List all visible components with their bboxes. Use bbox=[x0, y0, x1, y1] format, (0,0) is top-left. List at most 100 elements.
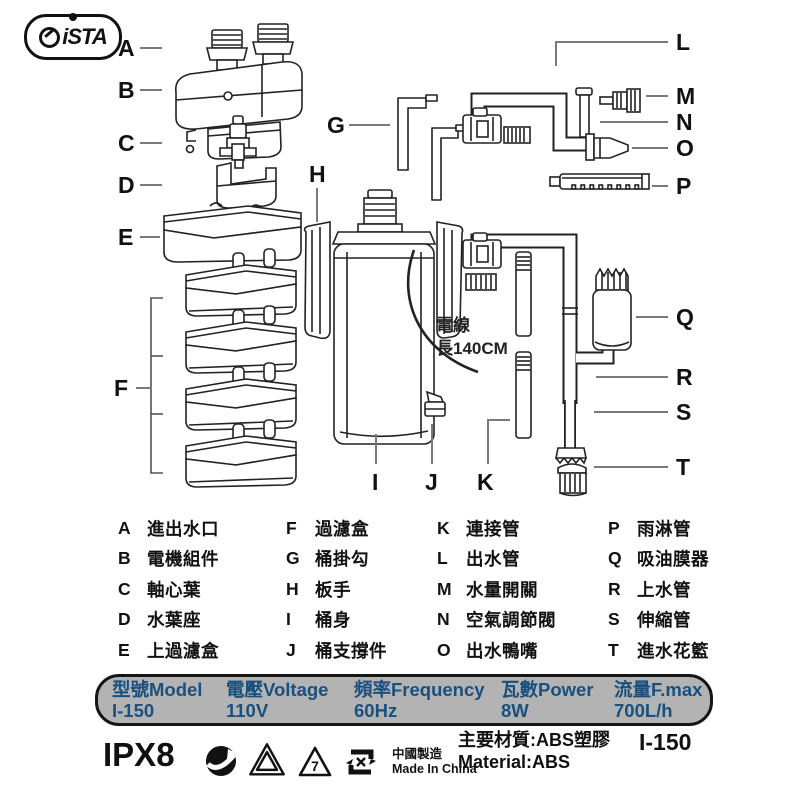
callout-k: K bbox=[477, 469, 494, 495]
material-label: 主要材質:ABS塑膠 Material:ABS bbox=[458, 730, 610, 773]
resin-code-number: 7 bbox=[311, 758, 319, 774]
callout-f: F bbox=[114, 375, 128, 401]
legend-name: 上水管 bbox=[637, 579, 691, 600]
callout-s: S bbox=[676, 399, 691, 425]
spec-header: 流量F.max bbox=[614, 679, 703, 700]
spec-header: 瓦數Power bbox=[501, 679, 594, 700]
callout-r: R bbox=[676, 364, 693, 390]
callout-c: C bbox=[118, 130, 135, 156]
legend-letter: R bbox=[608, 578, 621, 599]
callout-t: T bbox=[676, 454, 690, 480]
callout-e: E bbox=[118, 224, 133, 250]
legend-item-a: A 進出水口 bbox=[118, 513, 219, 544]
legend-item-m: M 水量開關 bbox=[437, 574, 556, 605]
flow-switch-drawing bbox=[599, 88, 641, 113]
legend-name: 桶身 bbox=[315, 610, 351, 631]
canister-clips-drawing bbox=[303, 221, 464, 340]
callout-j: J bbox=[425, 469, 438, 495]
power-cord-drawing bbox=[406, 249, 479, 374]
callout-q: Q bbox=[676, 304, 694, 330]
legend-name: 水量開關 bbox=[466, 579, 538, 600]
made-in-line2: Made In China bbox=[392, 762, 477, 776]
legend-letter: S bbox=[608, 609, 620, 630]
legend-letter: C bbox=[118, 578, 131, 599]
callout-letters: A B C D E F G H I J K L M N O P Q R S T bbox=[114, 29, 695, 495]
made-in-line1: 中國製造 bbox=[392, 747, 443, 761]
intake-strainer-drawing bbox=[557, 463, 587, 497]
callout-m: M bbox=[676, 83, 695, 109]
callout-o: O bbox=[676, 135, 694, 161]
callout-p: P bbox=[676, 173, 691, 199]
legend-name: 連接管 bbox=[466, 518, 520, 539]
legend-item-e: E 上過濾盒 bbox=[118, 635, 219, 666]
legend-name: 雨淋管 bbox=[637, 518, 691, 539]
connect-tubes-drawing bbox=[515, 251, 532, 439]
legend-letter: L bbox=[437, 548, 448, 569]
cord-label-line1: 電線 bbox=[436, 315, 470, 335]
recycle-loop-icon bbox=[249, 743, 285, 776]
spec-value: 110V bbox=[226, 700, 269, 721]
made-in-china-label: 中國製造 Made In China bbox=[392, 747, 477, 777]
legend-name: 伸縮管 bbox=[637, 610, 691, 631]
callout-a: A bbox=[118, 35, 135, 61]
ista-logo: iSTA bbox=[24, 13, 122, 60]
ipx8-rating: IPX8 bbox=[103, 736, 175, 773]
legend-name: 空氣調節閥 bbox=[466, 610, 556, 631]
callout-i: I bbox=[372, 469, 378, 495]
spec-col-model: 型號Model I-150 bbox=[112, 679, 202, 721]
spec-value: I-150 bbox=[112, 700, 155, 721]
top-filter-box-drawing bbox=[163, 202, 302, 263]
spec-col-voltage: 電壓Voltage 110V bbox=[226, 679, 328, 721]
legend-name: 水葉座 bbox=[147, 610, 201, 631]
legend-item-p: P 雨淋管 bbox=[608, 513, 709, 544]
material-line2: Material:ABS bbox=[458, 751, 571, 772]
legend-name: 上過濾盒 bbox=[147, 640, 219, 661]
resin-code-7-icon: 7 bbox=[298, 746, 332, 777]
motor-unit-drawing bbox=[174, 60, 303, 160]
legend-item-i: I 桶身 bbox=[286, 605, 387, 636]
legend-name: 進水花籃 bbox=[637, 640, 709, 661]
spec-table: 型號Model I-150 電壓Voltage 110V 頻率Frequency… bbox=[95, 674, 713, 726]
legend-name: 吸油膜器 bbox=[637, 549, 709, 570]
callout-l: L bbox=[676, 29, 690, 55]
legend-letter: A bbox=[118, 517, 131, 538]
legend-item-s: S 伸縮管 bbox=[608, 605, 709, 636]
cord-annotation: 電線 長140CM bbox=[436, 315, 508, 358]
spec-header: 頻率Frequency bbox=[354, 679, 485, 700]
legend-name: 過濾盒 bbox=[315, 518, 369, 539]
legend-letter: M bbox=[437, 578, 452, 599]
legend-letter: P bbox=[608, 517, 620, 538]
spec-value: 60Hz bbox=[354, 700, 398, 721]
legend-letter: O bbox=[437, 639, 451, 660]
legend-letter: I bbox=[286, 609, 291, 630]
leader-lines bbox=[136, 41, 668, 468]
inlet-outlet-ports-drawing bbox=[205, 23, 295, 71]
spec-col-flow: 流量F.max 700L/h bbox=[614, 679, 702, 721]
callout-h: H bbox=[309, 161, 326, 187]
legend-letter: B bbox=[118, 548, 131, 569]
duckbill-outlet-drawing bbox=[585, 133, 629, 161]
legend-name: 進出水口 bbox=[147, 518, 219, 539]
callout-d: D bbox=[118, 172, 135, 198]
legend-letter: H bbox=[286, 578, 299, 599]
spec-col-power: 瓦數Power 8W bbox=[501, 679, 594, 721]
telescopic-joint-drawing bbox=[555, 447, 587, 465]
spec-value: 700L/h bbox=[614, 700, 673, 721]
logo-dot bbox=[69, 13, 77, 21]
callout-n: N bbox=[676, 109, 693, 135]
legend-letter: T bbox=[608, 639, 619, 660]
logo-circle-icon bbox=[39, 26, 61, 48]
impeller-drawing bbox=[219, 115, 257, 169]
legend-letter: E bbox=[118, 639, 130, 660]
legend-name: 桶掛勾 bbox=[315, 549, 369, 570]
